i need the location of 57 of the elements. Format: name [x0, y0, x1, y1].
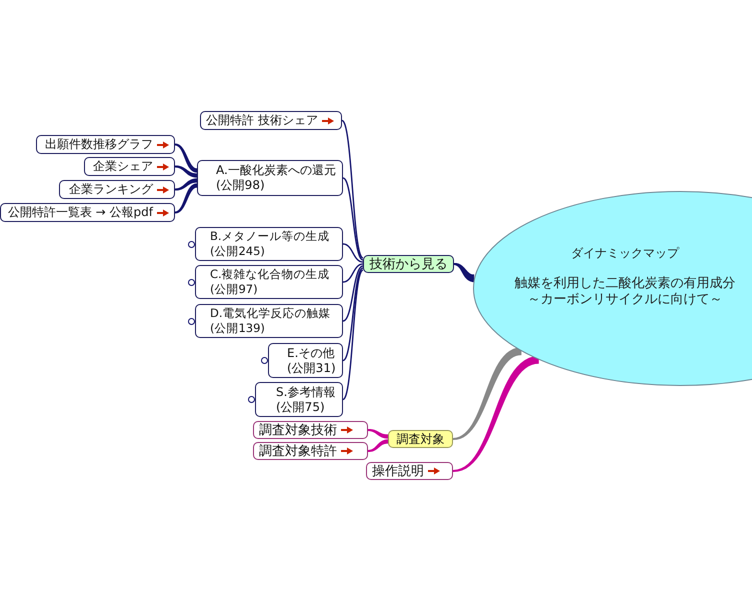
topic-box: [195, 304, 343, 338]
category-title: E.その他: [287, 346, 334, 360]
topic-label: 調査対象特許: [259, 444, 337, 458]
branch-connector: [343, 177, 363, 261]
topic-label: 公開特許一覧表 → 公報pdf: [8, 205, 153, 220]
category-title: A.一酸化炭素への還元: [216, 163, 336, 178]
publication-count: (公開245): [210, 244, 265, 259]
topic-label: 公開特許 技術シェア: [206, 113, 318, 128]
topic-box: [59, 180, 175, 199]
topic-label: 調査対象: [396, 432, 444, 446]
branch-connector: [175, 166, 197, 178]
branch-connector: [368, 439, 388, 452]
topic-box: [268, 343, 343, 378]
topic-box: [253, 442, 368, 460]
branch-connector: [343, 263, 363, 283]
topic-box: [255, 382, 343, 417]
branch-connector: [175, 144, 197, 173]
publication-count: (公開75): [276, 400, 325, 414]
branch-connector: [454, 262, 474, 282]
topic-box: [197, 160, 343, 196]
topic-box: [388, 430, 453, 448]
map-title: ダイナミックマップ: [571, 245, 679, 261]
theme-subtitle: ～カーボンリサイクルに向けて～: [528, 292, 722, 308]
publication-count: (公開139): [210, 321, 265, 336]
topic-label: 技術から見る: [370, 256, 448, 272]
topic-box: [36, 135, 175, 154]
topic-box: [195, 227, 343, 261]
topic-box: [200, 111, 342, 130]
topic-box: [253, 421, 368, 439]
branch-connector: [175, 178, 197, 190]
topic-label: 企業シェア: [93, 159, 153, 174]
branch-connector: [368, 428, 388, 439]
topic-label: 出願件数推移グラフ: [45, 137, 153, 152]
category-title: B.メタノール等の生成: [210, 229, 330, 244]
topic-box: [363, 255, 454, 273]
branch-connector: [343, 267, 363, 362]
branch-connector: [453, 356, 539, 472]
topic-label: 調査対象技術: [259, 422, 337, 438]
category-title: S.参考情報: [276, 384, 336, 400]
publication-count: (公開98): [216, 178, 265, 193]
branch-connector: [343, 265, 363, 322]
branch-connector: [453, 347, 522, 440]
branch-connector: [342, 120, 363, 259]
branch-connector: [343, 243, 363, 263]
branch-connector: [343, 269, 363, 400]
topic-box: [0, 203, 175, 222]
publication-count: (公開97): [210, 282, 258, 297]
category-title: C.複雑な化合物の生成: [210, 267, 330, 282]
theme-title: 触媒を利用した二酸化炭素の有用成分: [514, 276, 736, 292]
publication-count: (公開31): [287, 360, 336, 376]
topic-box: [366, 462, 453, 480]
topic-box: [195, 265, 343, 299]
category-title: D.電気化学反応の触媒: [210, 306, 331, 321]
topic-label: 操作説明: [372, 464, 424, 478]
branch-connector: [175, 183, 197, 214]
topic-label: 企業ランキング: [69, 182, 153, 197]
topic-box: [84, 157, 175, 176]
